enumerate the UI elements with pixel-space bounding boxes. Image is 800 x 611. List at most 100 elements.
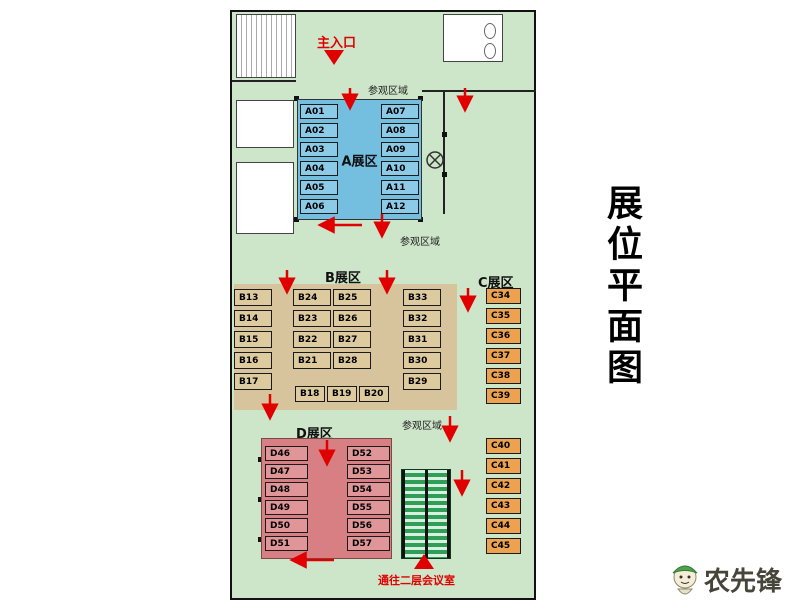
booth-a02: A02 bbox=[300, 123, 338, 138]
wall-segment bbox=[443, 92, 445, 214]
booth-d46: D46 bbox=[265, 446, 308, 461]
booth-d54: D54 bbox=[347, 482, 390, 497]
booth-a04: A04 bbox=[300, 161, 338, 176]
booth-b17: B17 bbox=[234, 373, 272, 390]
stairs-up-arrow-icon bbox=[414, 554, 434, 569]
booth-a06: A06 bbox=[300, 199, 338, 214]
watermark-text: 农先锋 bbox=[704, 566, 783, 596]
booth-d57: D57 bbox=[347, 536, 390, 551]
booth-d50: D50 bbox=[265, 518, 308, 533]
booth-b24: B24 bbox=[293, 289, 331, 306]
booth-b25: B25 bbox=[333, 289, 371, 306]
booth-a09: A09 bbox=[381, 142, 419, 157]
main-entrance-label: 主入口 bbox=[317, 36, 357, 51]
booth-b29: B29 bbox=[403, 373, 441, 390]
booth-a07: A07 bbox=[381, 104, 419, 119]
wall-segment bbox=[232, 80, 296, 82]
booth-a12: A12 bbox=[381, 199, 419, 214]
booth-b26: B26 bbox=[333, 310, 371, 327]
top-left-stairwell bbox=[236, 14, 296, 78]
booth-c38: C38 bbox=[486, 368, 521, 384]
zone-b-label: B展区 bbox=[325, 271, 361, 286]
booth-d53: D53 bbox=[347, 464, 390, 479]
restroom bbox=[443, 14, 503, 62]
booth-a11: A11 bbox=[381, 180, 419, 195]
visit-area-label-top: 参观区域 bbox=[368, 86, 408, 97]
column-marker bbox=[442, 172, 447, 177]
booth-d49: D49 bbox=[265, 500, 308, 515]
booth-b21: B21 bbox=[293, 352, 331, 369]
booth-b31: B31 bbox=[403, 331, 441, 348]
booth-d48: D48 bbox=[265, 482, 308, 497]
booth-b33: B33 bbox=[403, 289, 441, 306]
booth-b27: B27 bbox=[333, 331, 371, 348]
page-title: 展位平面图 bbox=[602, 184, 642, 389]
mascot-icon bbox=[672, 565, 698, 595]
booth-b18: B18 bbox=[295, 386, 325, 402]
column-marker bbox=[258, 537, 263, 542]
booth-d56: D56 bbox=[347, 518, 390, 533]
wall-segment bbox=[422, 90, 536, 92]
booth-d51: D51 bbox=[265, 536, 308, 551]
stairs-label: 通往二层会议室 bbox=[378, 574, 455, 587]
booth-b13: B13 bbox=[234, 289, 272, 306]
booth-b15: B15 bbox=[234, 331, 272, 348]
booth-b28: B28 bbox=[333, 352, 371, 369]
booth-b32: B32 bbox=[403, 310, 441, 327]
zone-c-label: C展区 bbox=[478, 276, 514, 291]
booth-b22: B22 bbox=[293, 331, 331, 348]
column-marker bbox=[418, 96, 423, 101]
column-marker bbox=[258, 497, 263, 502]
column-marker bbox=[442, 132, 447, 137]
stairs-to-second-floor bbox=[401, 469, 451, 559]
booth-c45: C45 bbox=[486, 538, 521, 554]
booth-d52: D52 bbox=[347, 446, 390, 461]
booth-b16: B16 bbox=[234, 352, 272, 369]
side-room-lower bbox=[236, 162, 294, 234]
booth-c40: C40 bbox=[486, 438, 521, 454]
booth-b30: B30 bbox=[403, 352, 441, 369]
column-marker bbox=[294, 217, 299, 222]
booth-c39: C39 bbox=[486, 388, 521, 404]
column-marker bbox=[294, 96, 299, 101]
nongxianfeng-logo: 农先锋 bbox=[668, 558, 782, 600]
stair-rail bbox=[425, 470, 428, 558]
column-marker bbox=[258, 457, 263, 462]
booth-b19: B19 bbox=[327, 386, 357, 402]
booth-d55: D55 bbox=[347, 500, 390, 515]
stair-rail bbox=[447, 470, 450, 558]
toilet-icon bbox=[484, 43, 496, 59]
booth-c34: C34 bbox=[486, 288, 521, 304]
booth-a05: A05 bbox=[300, 180, 338, 195]
booth-a10: A10 bbox=[381, 161, 419, 176]
booth-c43: C43 bbox=[486, 498, 521, 514]
booth-a08: A08 bbox=[381, 123, 419, 138]
entrance-arrow-icon bbox=[324, 50, 344, 65]
side-room-upper bbox=[236, 100, 294, 148]
booth-b14: B14 bbox=[234, 310, 272, 327]
booth-a03: A03 bbox=[300, 142, 338, 157]
booth-d47: D47 bbox=[265, 464, 308, 479]
zone-a-label: A展区 bbox=[341, 154, 378, 169]
booth-c36: C36 bbox=[486, 328, 521, 344]
toilet-icon bbox=[484, 23, 496, 39]
booth-c44: C44 bbox=[486, 518, 521, 534]
booth-b23: B23 bbox=[293, 310, 331, 327]
booth-a01: A01 bbox=[300, 104, 338, 119]
